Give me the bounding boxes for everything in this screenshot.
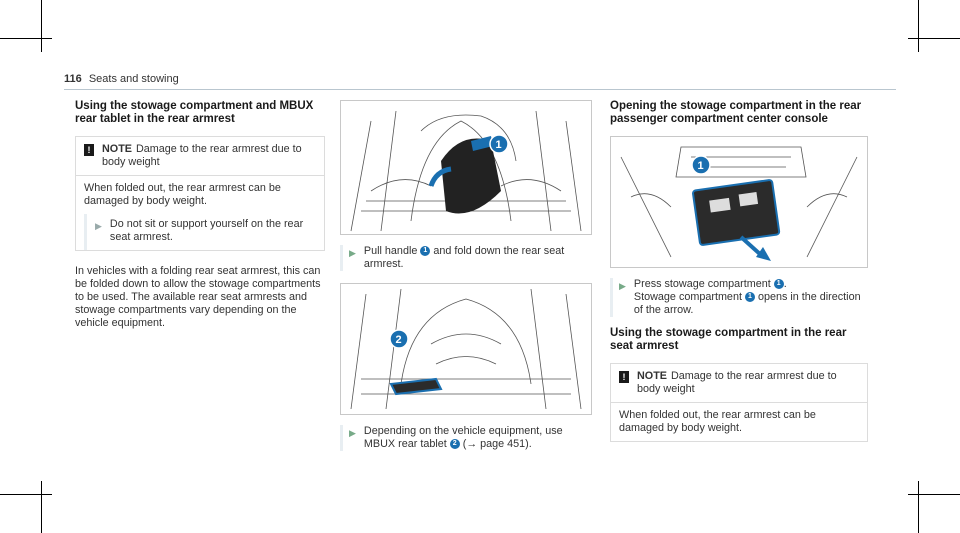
note-title: NOTE [102, 143, 132, 155]
figure-mbux-tablet: 2 [340, 283, 592, 415]
note-title-text: Damage to the rear armrest due to body w… [102, 143, 302, 168]
note-title: NOTE [637, 370, 667, 382]
instruction-step: ▶ Depending on the vehicle equipment, us… [340, 425, 590, 451]
page-number: 116 [64, 73, 82, 85]
step-text: . [783, 278, 787, 290]
step-text: Press stowage compartment [633, 278, 771, 290]
page-header: 116 Seats and stowing [64, 73, 179, 85]
crop-mark [0, 38, 52, 39]
armrest-handle-illustration: 1 [350, 110, 582, 232]
section-heading: Opening the stowage compartment in the r… [610, 100, 862, 125]
callout-badge: 1 [744, 292, 755, 303]
crop-mark [41, 0, 42, 52]
crop-mark [908, 494, 960, 495]
step-text: opens in the direction of the arrow. [633, 291, 861, 316]
figure-center-console: 1 [610, 136, 868, 268]
step-text: Stowage compartment [633, 291, 742, 303]
callout-1: 1 [698, 160, 704, 172]
instruction-step: ▶ Pull handle 1 and fold down the rear s… [340, 245, 590, 271]
section-heading: Using the stowage compartment and MBUX r… [75, 100, 314, 125]
callout-badge: 1 [420, 246, 431, 257]
figure-armrest-handle: 1 [340, 100, 592, 235]
body-paragraph: In vehicles with a folding rear seat arm… [75, 265, 321, 329]
step-arrow-icon: ▶ [349, 248, 356, 258]
column-right: Opening the stowage compartment in the r… [610, 100, 868, 442]
step-arrow-icon: ▶ [95, 221, 102, 231]
center-console-illustration: 1 [620, 146, 858, 261]
callout-2: 2 [396, 334, 402, 346]
crop-mark [918, 0, 919, 52]
crop-mark [908, 38, 960, 39]
warning-icon: ! [84, 144, 94, 156]
mbux-tablet-illustration: 2 [350, 288, 582, 410]
step-text: Depending on the vehicle equipment, use … [363, 425, 563, 450]
section-heading: Using the stowage compartment in the rea… [610, 327, 847, 352]
step-arrow-icon: ▶ [349, 428, 356, 438]
instruction-step: ▶ Press stowage compartment 1. Stowage c… [610, 278, 868, 317]
crop-mark [918, 481, 919, 533]
step-text: and fold down the rear seat armrest. [363, 245, 565, 270]
callout-badge: 1 [773, 279, 784, 290]
step-text: Pull handle [363, 245, 418, 257]
note-body: When folded out, the rear armrest can be… [619, 409, 816, 434]
column-middle: 1 ▶ Pull handle 1 and fold down the rear… [340, 100, 592, 451]
callout-badge: 2 [449, 439, 460, 450]
crop-mark [41, 481, 42, 533]
callout-1: 1 [496, 139, 502, 151]
note-step: ▶ Do not sit or support yourself on the … [84, 214, 324, 250]
header-divider [64, 89, 896, 90]
section-title: Seats and stowing [88, 73, 179, 85]
column-left: Using the stowage compartment and MBUX r… [75, 100, 325, 330]
crop-mark [0, 494, 52, 495]
note-step-text: Do not sit or support yourself on the re… [109, 218, 304, 243]
page-reference[interactable]: (→ page 451). [462, 438, 532, 450]
note-title-text: Damage to the rear armrest due to body w… [637, 370, 837, 395]
warning-icon: ! [619, 371, 629, 383]
note-body: When folded out, the rear armrest can be… [84, 182, 281, 207]
step-arrow-icon: ▶ [619, 281, 626, 291]
